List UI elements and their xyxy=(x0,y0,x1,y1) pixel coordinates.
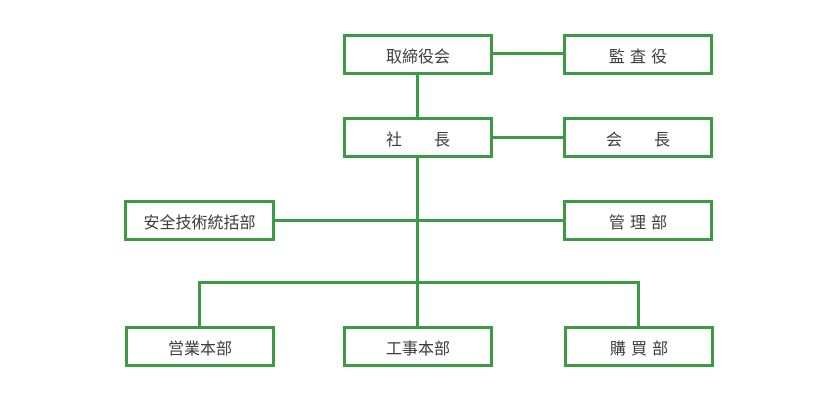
connector-bottom-distribution xyxy=(198,281,640,284)
org-box-board-of-directors: 取締役会 xyxy=(343,34,493,75)
connector-president-trunk xyxy=(416,157,419,326)
org-box-construction-headquarters: 工事本部 xyxy=(343,326,493,367)
org-box-safety-technology-supervision-dept: 安全技術統括部 xyxy=(124,200,275,241)
connector-board-president xyxy=(416,73,419,117)
connector-president-chairman xyxy=(493,136,563,139)
connector-drop-purchasing xyxy=(637,281,640,326)
org-box-administration-dept: 管 理 部 xyxy=(563,200,713,241)
org-box-purchasing-dept: 購 買 部 xyxy=(564,326,714,367)
org-box-auditors: 監 査 役 xyxy=(563,34,713,75)
org-box-president: 社 長 xyxy=(343,117,493,158)
org-box-chairman: 会 長 xyxy=(563,117,713,158)
connector-board-auditor xyxy=(493,52,563,55)
connector-safety-admin xyxy=(275,219,563,222)
org-box-sales-headquarters: 営業本部 xyxy=(125,326,275,367)
connector-drop-sales xyxy=(198,281,201,326)
